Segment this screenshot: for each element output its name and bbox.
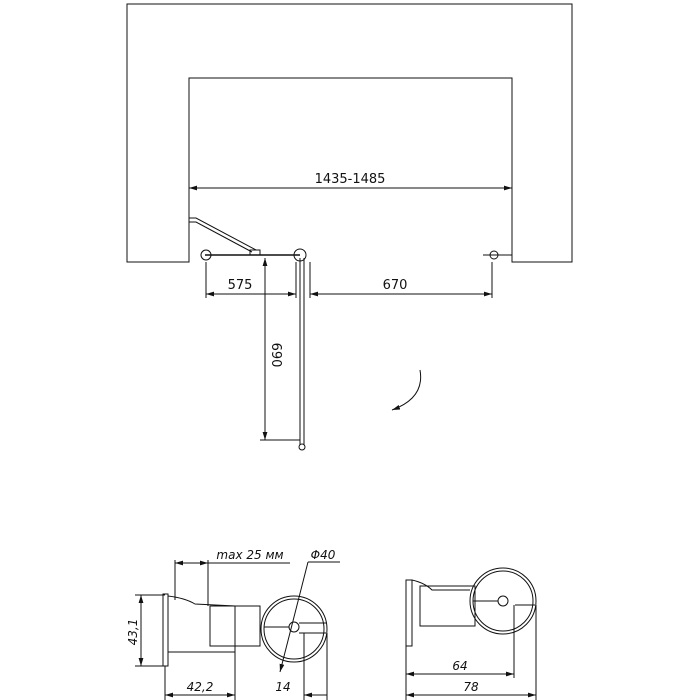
profile-detail-2: 64 78 [405,567,537,700]
dim-offset-label: 14 [275,680,290,694]
profile-detail-1: max 25 мм Φ40 43,1 42,2 14 [126,548,340,700]
dim-total-label: 78 [463,680,479,694]
dim-max-gap-label: max 25 мм [216,548,283,562]
dim-door-opening-label: 670 [383,278,408,293]
dim-height-label: 43,1 [126,619,140,646]
glass-panels [189,217,512,451]
dim-door-length-label: 690 [268,343,283,368]
wall-section [126,3,573,263]
panel-dimensions: 575 670 690 [205,258,493,441]
dim-diameter-label: Φ40 [311,548,336,562]
dim-fixed-label: 575 [228,278,253,293]
door-swing-arrow [391,369,422,411]
dim-axis-label: 64 [452,659,467,673]
opening-dimension: 1435-1485 [189,172,512,191]
dim-opening-label: 1435-1485 [315,172,386,187]
dim-width-label: 42,2 [187,680,214,694]
